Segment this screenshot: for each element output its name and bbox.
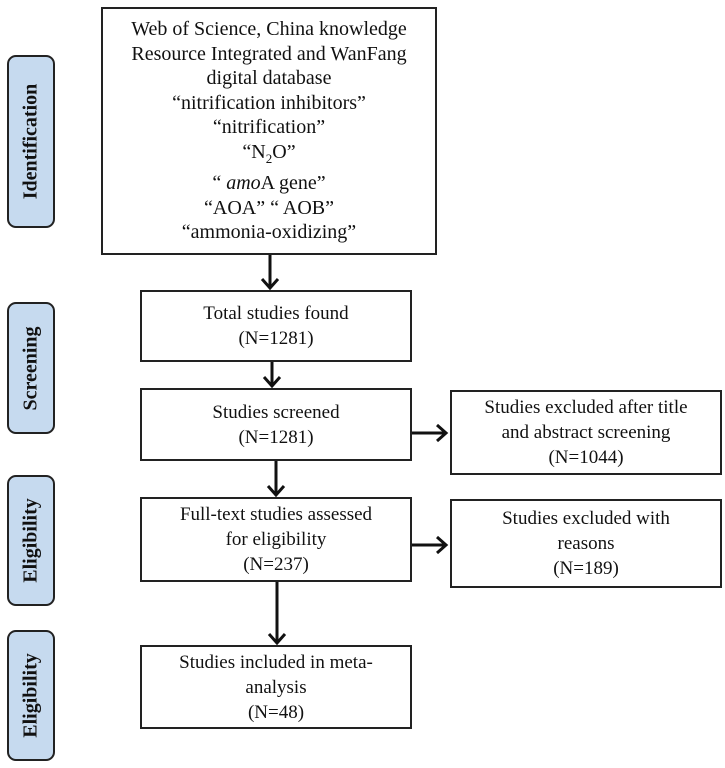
text-line: Resource Integrated and WanFang: [131, 42, 407, 65]
arrow-total-to-screened: [262, 362, 282, 389]
text-line: Total studies found: [203, 303, 349, 324]
count: (N=1281): [238, 328, 314, 349]
count: (N=48): [247, 701, 305, 723]
stage-label-screening: Screening: [7, 302, 55, 434]
text-line-amoa: “ amoA gene”: [212, 171, 325, 196]
arrow-fulltext-to-included: [267, 582, 287, 646]
text-line: Studies included in meta-: [179, 651, 373, 673]
count: (N=1044): [548, 447, 624, 468]
excluded-reasons-box: Studies excluded with reasons (N=189): [450, 499, 722, 588]
text-line: “ammonia-oxidizing”: [181, 221, 357, 244]
text-line: Web of Science, China knowledge: [131, 18, 407, 41]
text-line: Studies excluded with: [502, 508, 670, 529]
text-line: “nitrification inhibitors”: [172, 91, 366, 114]
n2o-prefix: “N: [242, 140, 266, 163]
text-line: analysis: [245, 676, 307, 698]
total-studies-box: Total studies found (N=1281): [140, 290, 412, 362]
text-line-n2o: “N2O”: [242, 140, 295, 172]
stage-label-eligibility: Eligibility: [7, 475, 55, 606]
text-line: digital database: [206, 67, 332, 90]
count: (N=189): [553, 558, 619, 579]
text-line: Studies screened: [212, 401, 340, 423]
arrow-screened-to-fulltext: [266, 461, 286, 498]
amo-italic: amo: [226, 172, 261, 195]
arrow-identification-to-total: [260, 255, 280, 291]
text-line: Studies excluded after title: [484, 397, 688, 418]
studies-screened-box: Studies screened (N=1281): [140, 388, 412, 461]
text-line: for eligibility: [225, 529, 327, 550]
text-line: “AOA” “ AOB”: [204, 196, 334, 219]
count: (N=1281): [238, 426, 314, 448]
text-line: reasons: [557, 533, 615, 554]
n2o-suffix: O”: [272, 140, 296, 163]
included-box: Studies included in meta- analysis (N=48…: [140, 645, 412, 729]
excluded-title-abstract-box: Studies excluded after title and abstrac…: [450, 390, 722, 475]
arrow-fulltext-to-excluded: [412, 535, 449, 555]
amo-prefix: “: [212, 172, 227, 195]
text-line: Full-text studies assessed: [179, 504, 373, 525]
arrow-screened-to-excluded: [412, 423, 449, 443]
fulltext-assessed-box: Full-text studies assessed for eligibili…: [140, 497, 412, 582]
stage-label-identification: Identification: [7, 55, 55, 228]
n2o-subscript: 2: [265, 150, 273, 166]
count: (N=237): [243, 554, 309, 575]
text-line: and abstract screening: [501, 422, 671, 443]
text-line: “nitrification”: [212, 116, 326, 139]
amo-suffix: A gene”: [260, 172, 326, 195]
stage-label-included: Eligibility: [7, 630, 55, 761]
identification-box: Web of Science, China knowledge Resource…: [101, 7, 437, 255]
